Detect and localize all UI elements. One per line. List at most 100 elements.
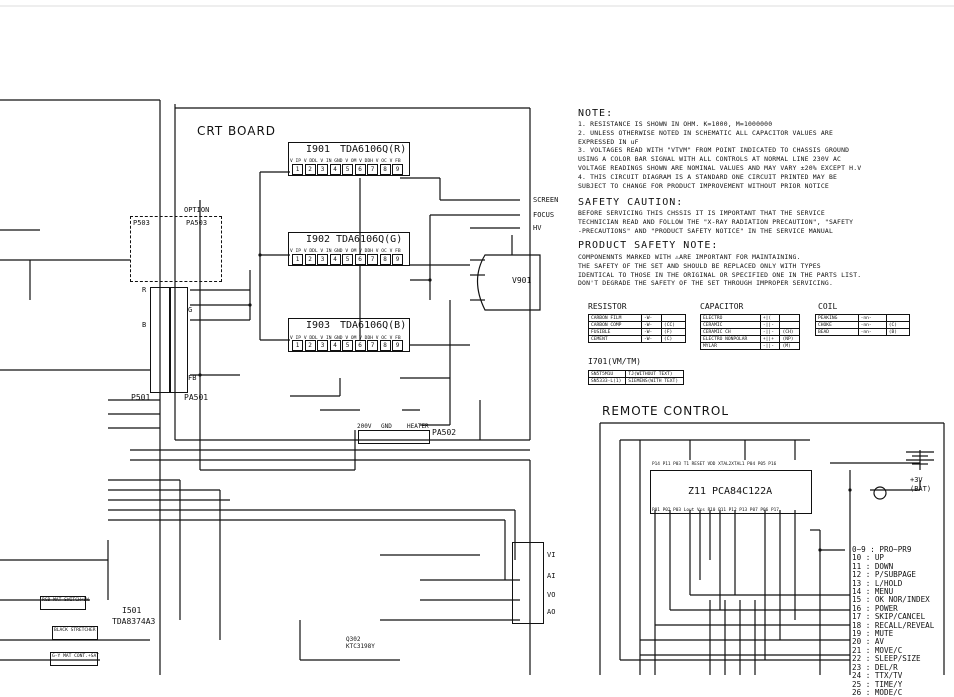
legend-capacitor-cell: -||- <box>759 342 781 350</box>
legend-capacitor-row: ELECTRO+|( <box>700 314 800 322</box>
legend-resistor-cell: -W- <box>641 314 662 322</box>
amp-pin-number: 8 <box>379 164 391 175</box>
remote-ic-top-pins: P14 P11 P03 T1 RESET VDD XTAL2XTAL1 P04 … <box>652 462 777 467</box>
remote-key-item: 13 : L/HOLD <box>852 578 903 588</box>
product-safety-block: COMPONENNTS MARKED WITH ⚠ARE IMPORTANT F… <box>578 253 861 288</box>
heater-label-gnd: GND <box>381 423 392 430</box>
amp-i903-part: TDA6106Q(B) <box>340 320 407 331</box>
note-line: 4. THIS CIRCUIT DIAGRAM IS A STANDARD ON… <box>578 172 838 181</box>
amp-i901-ref: I901 <box>306 144 331 155</box>
rgb-label-r: R <box>142 286 147 294</box>
tube-output-focus: FOCUS <box>533 211 555 219</box>
amp-pin-number: 7 <box>367 340 378 351</box>
safety-heading: SAFETY CAUTION: <box>578 197 684 208</box>
legend-i701-cell: SIEMENS(WITH TEXT) <box>625 377 684 385</box>
amp-pin-number: 2 <box>304 254 316 265</box>
crt-board-title: CRT BOARD <box>197 124 277 138</box>
legend-capacitor-cell: ELECTRO <box>700 314 761 322</box>
amp-pin-number: 5 <box>342 164 353 175</box>
remote-key-item: 23 : DEL/R <box>852 662 898 672</box>
remote-key-item: 15 : OK NOR/INDEX <box>852 595 930 605</box>
amp-i903-box <box>288 318 410 352</box>
amp-pin-number: 2 <box>304 164 316 175</box>
remote-ic-bottom-pins: P01 P02 P03 Lout Vss P10 P11 P12 P13 P07… <box>652 508 779 513</box>
legend-coil-row: CHOKE-nn-(C) <box>815 321 911 329</box>
rgb-label-g: G <box>188 306 193 314</box>
legend-capacitor-table: ELECTRO+|(CERAMIC-||-CERAMIC CH-||-(CH)E… <box>700 314 800 350</box>
legend-coil-cell: -nn- <box>857 314 887 322</box>
amp-pin-number: 4 <box>329 254 341 265</box>
legend-coil-cell: BEAD <box>815 328 859 336</box>
amp-i902-pins: V IP V DDL V IN GND V OM V DDH V OC V FB <box>290 249 401 254</box>
amp-pin-number: 5 <box>342 340 353 351</box>
amp-pin-number: 7 <box>367 254 378 265</box>
transistor-q302: Q302 KTC3198Y <box>346 636 375 650</box>
connector-p501: P501 <box>131 393 151 402</box>
legend-i701-row: SN5333-L(1)SIEMENS(WITH TEXT) <box>587 377 684 385</box>
product-safety-line: IDENTICAL TO THOSE IN THE ORIGINAL OR SP… <box>578 270 862 279</box>
note-line: EXPRESSED IN uF <box>578 137 639 146</box>
amp-pin-number: 7 <box>367 164 378 175</box>
connector-pa503: PA503 <box>186 219 208 227</box>
option-label: OPTION <box>184 206 210 214</box>
amp-i902-box <box>288 232 410 266</box>
remote-control-title: REMOTE CONTROL <box>602 404 730 418</box>
note-line: USING A COLOR BAR SIGNAL WITH ALL CONTRO… <box>578 155 842 164</box>
legend-coil-row: PEAKING-nn- <box>815 314 911 322</box>
schematic-wires <box>0 5 954 675</box>
block-rgb-mat <box>40 596 86 610</box>
remote-key-item: 24 : TTX/TV <box>852 671 903 681</box>
legend-capacitor-cell: (NP) <box>779 335 800 343</box>
av-label-ao: AO <box>547 608 556 616</box>
amp-pin-number: 3 <box>317 340 328 351</box>
amp-pin-number: 4 <box>329 164 341 175</box>
option-connector-frame <box>130 216 222 282</box>
remote-key-item: 17 : SKIP/CANCEL <box>852 612 926 622</box>
legend-coil-cell <box>885 314 911 322</box>
connector-pa502: PA502 <box>432 428 457 437</box>
amp-pin-number: 6 <box>354 340 366 351</box>
amp-pin-number: 1 <box>292 164 303 175</box>
product-safety-line: DON'T DEGRADE THE SAFETY OF THE SET THRO… <box>578 279 833 288</box>
legend-resistor-cell <box>660 314 687 322</box>
amp-i901-part: TDA6106Q(R) <box>340 144 407 155</box>
amp-pin-number: 9 <box>392 254 403 265</box>
note-line: 2. UNLESS OTHERWISE NOTED IN SCHEMATIC A… <box>578 128 833 137</box>
remote-key-item: 22 : SLEEP/SIZE <box>852 654 921 664</box>
amp-pin-number: 3 <box>317 254 328 265</box>
amp-pin-number: 9 <box>392 164 403 175</box>
note-line: SUBJECT TO CHANGE FOR PRODUCT IMPROVEMEN… <box>578 181 829 190</box>
legend-i701-cell: TJ(WITHOUT TEXT) <box>625 370 684 378</box>
legend-resistor-heading: RESISTOR <box>588 302 627 311</box>
legend-resistor-row: FUSIBLE-W-(F) <box>587 328 687 336</box>
legend-resistor-cell: (CC) <box>660 321 687 329</box>
legend-resistor-cell: (C) <box>660 335 687 343</box>
legend-capacitor-cell: CERAMIC <box>700 321 761 329</box>
remote-ic-part: PCA84C122A <box>712 486 773 497</box>
legend-coil-row: BEAD-nn-(B) <box>815 328 911 336</box>
block-rgb-mat-label: RGB MAT SWITCH+SW <box>42 598 90 603</box>
amp-pin-number: 6 <box>354 164 366 175</box>
rgb-label-b: B <box>142 321 147 329</box>
safety-line: TECHNICIAN READ AND FOLLOW THE "X-RAY RA… <box>578 217 854 226</box>
legend-i701-heading: I701(VM/TM) <box>588 357 641 366</box>
legend-resistor-cell: CARBON COMP <box>587 321 643 329</box>
amp-i901-pins: V IP V DDL V IN GND V OM V DDH V OC V FB <box>290 159 401 164</box>
legend-coil-table: PEAKING-nn-CHOKE-nn-(C)BEAD-nn-(B) <box>815 314 911 336</box>
amp-pin-number: 1 <box>292 254 303 265</box>
ic-i501-part: TDA8374A3 <box>112 617 156 626</box>
legend-capacitor-cell: +|( <box>759 314 781 322</box>
note-heading: NOTE: <box>578 108 614 119</box>
product-safety-line: COMPONENNTS MARKED WITH ⚠ARE IMPORTANT F… <box>578 253 801 261</box>
av-label-ai: AI <box>547 572 556 580</box>
remote-key-item: 14 : MENU <box>852 587 894 597</box>
connector-p503: P503 <box>133 219 150 227</box>
remote-key-item: 26 : MODE/C <box>852 687 903 697</box>
ic-i501-ref: I501 <box>122 606 142 615</box>
remote-key-item: 12 : P/SUBPAGE <box>852 570 917 580</box>
safety-line: BEFORE SERVICING THIS CHSSIS IT IS IMPOR… <box>578 209 825 217</box>
legend-resistor-cell: -W- <box>641 321 662 329</box>
schematic-page: CRT BOARD OPTION P503 PA503 P501 PA501 R… <box>0 5 954 697</box>
amp-i903-ref: I903 <box>306 320 331 331</box>
